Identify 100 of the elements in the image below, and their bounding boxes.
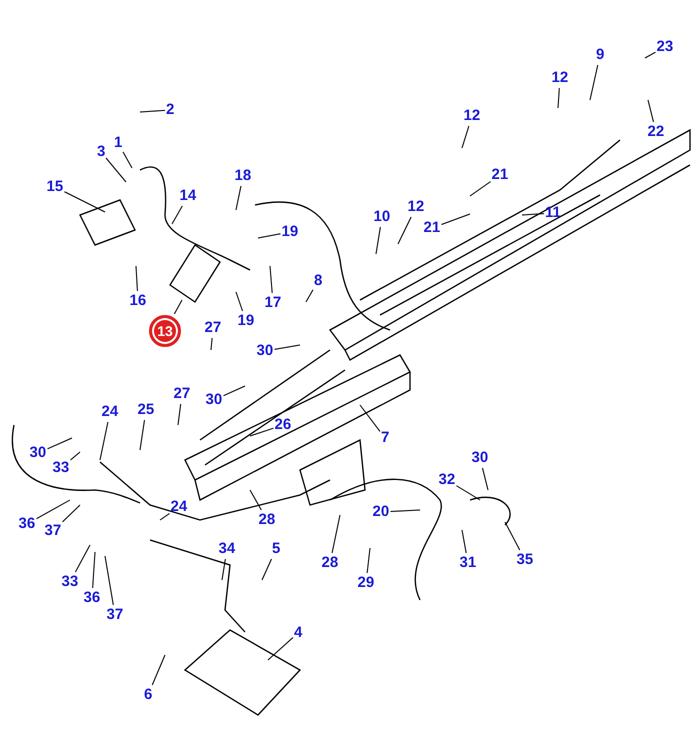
leader-line [223, 386, 246, 396]
leader-line [250, 490, 262, 510]
leader-line [274, 344, 300, 350]
leader-line [522, 213, 544, 216]
leader-line [644, 52, 656, 58]
callout-number: 27 [174, 385, 190, 403]
leader-line [366, 548, 370, 574]
leader-line [140, 420, 145, 450]
callout-number: 29 [358, 574, 374, 592]
callout-number: 7 [381, 429, 390, 447]
leader-line [174, 300, 182, 314]
callout-number: 14 [180, 187, 196, 205]
callout-number: 13 [149, 315, 181, 347]
callout-number: 35 [516, 551, 534, 569]
leader-line [441, 214, 470, 225]
leader-line [262, 558, 272, 580]
leader-line [222, 558, 226, 580]
leader-line [104, 556, 114, 606]
leader-line [178, 404, 182, 426]
callout-number: 21 [492, 166, 508, 184]
leader-line [160, 513, 170, 520]
callout-number: 18 [234, 167, 252, 185]
callout-number: 10 [374, 208, 390, 226]
leader-line [462, 530, 467, 554]
callout-number: 4 [294, 624, 302, 642]
leader-line [456, 485, 480, 500]
callout-number: 25 [138, 401, 154, 419]
callout-number: 34 [218, 540, 236, 558]
leader-line [122, 151, 132, 168]
callout-number: 16 [130, 292, 146, 310]
callout-number: 9 [596, 46, 604, 64]
callout-number: 6 [144, 686, 152, 704]
leader-line [140, 110, 166, 112]
leader-line [558, 88, 560, 108]
leader-line [390, 510, 420, 512]
callout-number: 36 [84, 589, 100, 607]
callout-number: 27 [204, 319, 222, 337]
callout-number: 33 [62, 573, 78, 591]
leader-line [36, 500, 70, 520]
leader-line [332, 514, 340, 554]
callout-number: 37 [106, 606, 124, 624]
callout-number: 2 [166, 101, 174, 119]
callout-number: 8 [314, 272, 322, 290]
callout-number: 21 [424, 219, 440, 237]
callout-number: 19 [238, 312, 254, 330]
leader-line [236, 186, 242, 210]
callout-number: 30 [472, 449, 488, 467]
callout-number: 19 [282, 223, 298, 241]
callout-number: 30 [30, 444, 46, 462]
callout-number: 28 [258, 511, 276, 529]
leader-line [590, 64, 598, 100]
leader-line [504, 522, 520, 550]
leader-line [62, 504, 80, 522]
leader-line [47, 438, 72, 450]
callout-number: 22 [648, 123, 664, 141]
callout-number: 17 [264, 294, 282, 312]
leader-line [92, 552, 96, 588]
leader-line [648, 100, 654, 122]
leader-line [210, 338, 213, 350]
callout-number: 5 [272, 540, 280, 558]
leader-line [152, 654, 166, 686]
leader-line [258, 233, 281, 238]
callout-number: 24 [102, 403, 118, 421]
callout-number: 33 [52, 459, 70, 477]
leader-line [270, 266, 273, 294]
callout-number: 26 [274, 416, 292, 434]
leader-line [136, 266, 138, 292]
callout-number: 15 [46, 178, 64, 196]
leader-line [268, 637, 294, 660]
leader-line [462, 126, 470, 148]
callout-number: 12 [464, 107, 480, 125]
leader-line [398, 216, 412, 244]
leader-line [306, 289, 314, 302]
leader-line [470, 181, 491, 196]
leader-line [74, 544, 90, 572]
callout-number: 32 [438, 471, 456, 489]
leader-line [64, 191, 106, 212]
leader-line [360, 404, 380, 432]
leader-line [236, 292, 244, 312]
leader-line [70, 452, 80, 460]
leader-line [482, 468, 488, 490]
callout-number: 11 [545, 204, 561, 222]
callout-number: 24 [170, 498, 188, 516]
callout-number: 30 [256, 342, 274, 360]
callout-number: 12 [408, 198, 424, 216]
callout-number: 30 [206, 391, 222, 409]
callout-number: 1 [114, 134, 122, 152]
leader-line [100, 422, 108, 460]
leader-line [250, 428, 274, 436]
leader-line [172, 206, 183, 224]
callout-number: 31 [460, 554, 476, 572]
callout-number: 23 [656, 38, 674, 56]
leader-line [376, 226, 381, 254]
callout-number: 12 [552, 69, 568, 87]
callout-number: 3 [97, 143, 106, 161]
leader-line [106, 158, 126, 182]
callout-number: 28 [322, 554, 338, 572]
callout-number: 36 [18, 515, 36, 533]
callout-number: 37 [44, 522, 62, 540]
callout-number: 20 [372, 503, 390, 521]
